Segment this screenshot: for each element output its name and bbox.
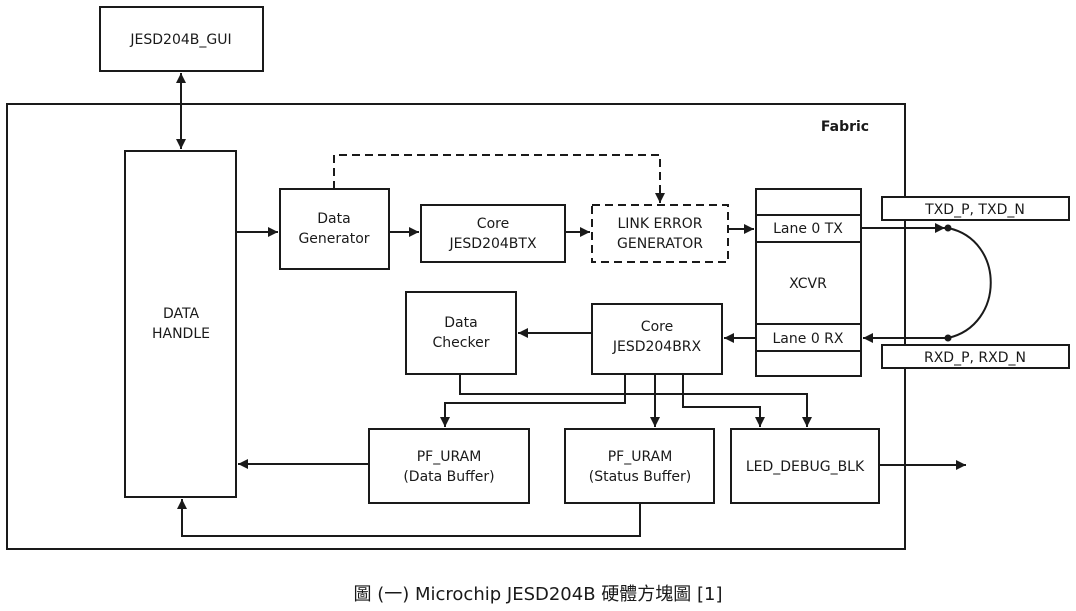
data-handle-label-2: HANDLE [152,326,210,342]
fabric-label: Fabric [821,119,869,135]
data-handle-block: DATA HANDLE [124,150,237,498]
data-checker-block: Data Checker [405,291,517,375]
rxd-label-box: RXD_P, RXD_N [881,344,1070,369]
uram-data-buffer-block: PF_URAM (Data Buffer) [368,428,530,504]
uram-status-label-1: PF_URAM [608,449,673,465]
data-handle-label-1: DATA [163,306,199,322]
uram-data-label-2: (Data Buffer) [403,469,494,485]
link-error-label-2: GENERATOR [617,236,703,252]
xcvr-block: Lane 0 TX XCVR Lane 0 RX [755,188,862,377]
core-rx-block: Core JESD204BRX [591,303,723,375]
xcvr-label: XCVR [789,276,827,292]
gui-label: JESD204B_GUI [129,32,231,48]
led-debug-label: LED_DEBUG_BLK [746,459,865,475]
gui-block: JESD204B_GUI [99,6,264,72]
rxd-label: RXD_P, RXD_N [924,350,1026,366]
core-tx-label-1: Core [477,216,509,232]
led-debug-block: LED_DEBUG_BLK [730,428,880,504]
link-error-generator-block: LINK ERROR GENERATOR [591,204,729,263]
core-tx-label-2: JESD204BTX [448,236,537,252]
data-generator-label-2: Generator [298,231,369,247]
lane-rx-label: Lane 0 RX [773,331,844,347]
txd-label-box: TXD_P, TXD_N [881,196,1070,221]
statusbuffer-to-datahandle-arrow [177,499,641,537]
core-rx-label-2: JESD204BRX [612,339,702,355]
data-generator-label-1: Data [317,211,350,227]
lane-tx-label: Lane 0 TX [773,221,843,237]
data-checker-label-1: Data [444,315,477,331]
uram-status-buffer-block: PF_URAM (Status Buffer) [564,428,715,504]
data-generator-block: Data Generator [279,188,390,270]
figure-caption: 圖 (一) Microchip JESD204B 硬體方塊圖 [1] [354,584,723,605]
uram-data-label-1: PF_URAM [417,449,482,465]
corerx-to-led-arrow [682,374,765,427]
core-rx-label-1: Core [641,319,673,335]
checker-to-led-arrow [459,374,812,427]
corerx-to-databuffer-arrow [440,374,626,427]
link-error-label-1: LINK ERROR [617,216,702,232]
core-tx-block: Core JESD204BTX [420,204,566,263]
data-checker-label-2: Checker [433,335,490,351]
uram-status-label-2: (Status Buffer) [589,469,691,485]
loopback-curve [947,227,992,339]
generator-to-linkerror-dashed-arrow [333,154,665,203]
txd-label: TXD_P, TXD_N [924,202,1025,218]
